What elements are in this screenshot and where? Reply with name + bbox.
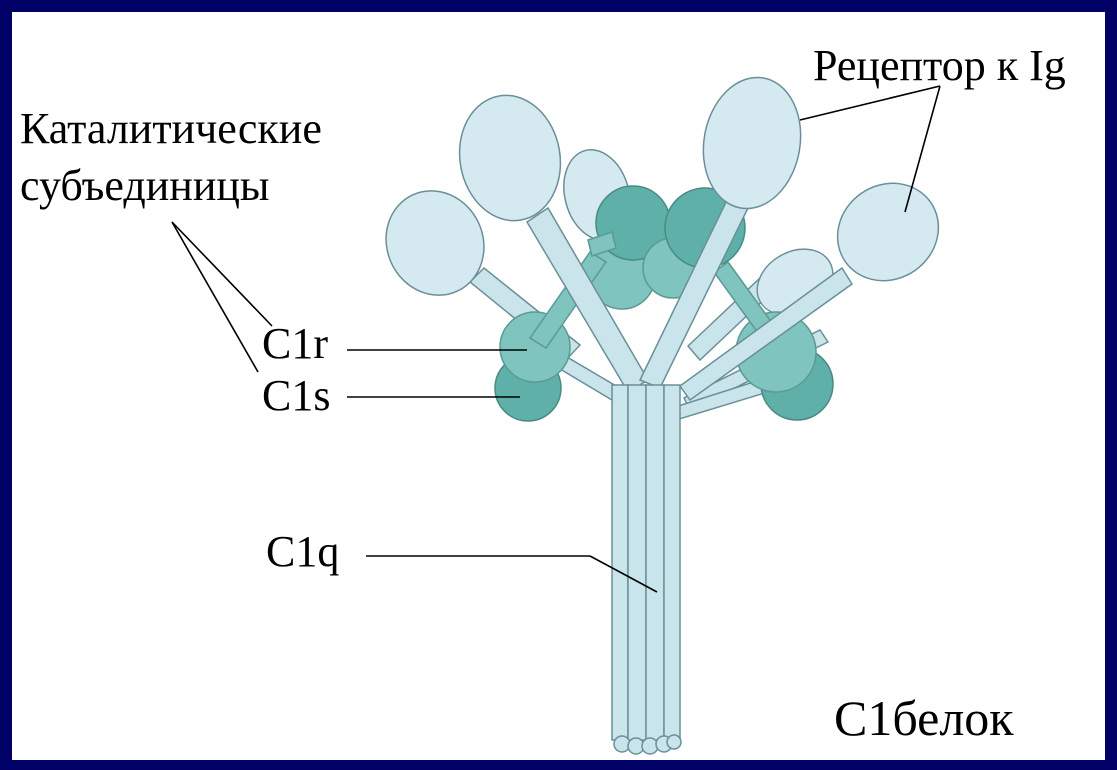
- c1s-label: C1s: [262, 371, 330, 420]
- receptor-label: Рецептор к Ig: [813, 41, 1066, 90]
- c1q-stem-base: [614, 735, 681, 754]
- catalytic-label-line2: субъединицы: [20, 161, 270, 210]
- c1q-label: C1q: [266, 527, 339, 576]
- c1q-stem-strand: [646, 385, 664, 740]
- c1q-stem-strand: [628, 385, 646, 740]
- catalytic-label-line1: Каталитические: [20, 104, 322, 153]
- c1r-label: C1r: [262, 319, 328, 368]
- c1q-stem-strand: [664, 385, 680, 740]
- c1q-stem-strand: [612, 385, 628, 740]
- diagram-title: C1белок: [834, 690, 1014, 746]
